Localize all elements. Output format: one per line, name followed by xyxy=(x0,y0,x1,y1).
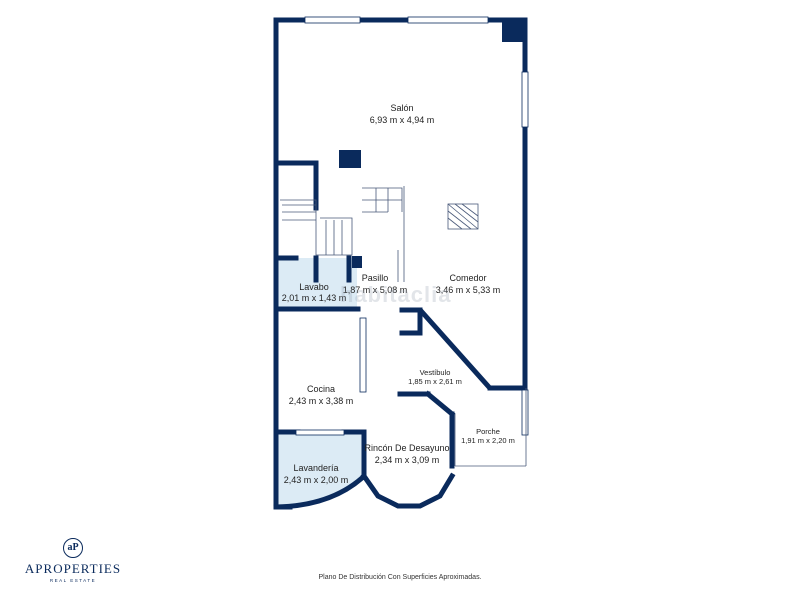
room-name-vestibulo: Vestíbulo xyxy=(420,368,451,377)
room-dims-rincon: 2,34 m x 3,09 m xyxy=(375,455,440,465)
watermark: habitaclia xyxy=(340,282,452,307)
porch-outline xyxy=(454,388,527,467)
lavanderia-fill xyxy=(277,432,363,505)
room-name-lavabo: Lavabo xyxy=(299,282,329,292)
room-name-comedor: Comedor xyxy=(449,273,486,283)
room-dims-lavabo: 2,01 m x 1,43 m xyxy=(282,293,347,303)
room-name-rincon: Rincón De Desayuno xyxy=(364,443,449,453)
stairs xyxy=(280,186,405,282)
room-dims-vestibulo: 1,85 m x 2,61 m xyxy=(408,377,462,386)
room-dims-cocina: 2,43 m x 3,38 m xyxy=(289,396,354,406)
room-name-cocina: Cocina xyxy=(307,384,335,394)
windows xyxy=(295,16,529,436)
room-name-lavanderia: Lavandería xyxy=(293,463,338,473)
room-labels: Salón 6,93 m x 4,94 m Comedor 3,46 m x 5… xyxy=(282,103,515,485)
ap-monogram-icon: aP xyxy=(63,538,83,558)
brand-logo: aP APROPERTIES REAL ESTATE xyxy=(22,538,124,583)
room-name-pasillo: Pasillo xyxy=(362,273,389,283)
fireplace-icon xyxy=(447,203,479,230)
brand-name: APROPERTIES xyxy=(24,561,122,576)
brand-subtitle: REAL ESTATE xyxy=(49,578,97,583)
room-name-porche: Porche xyxy=(476,427,500,436)
plan-footnote: Plano De Distribución Con Superficies Ap… xyxy=(318,574,482,581)
room-dims-salon: 6,93 m x 4,94 m xyxy=(370,115,435,125)
room-dims-lavanderia: 2,43 m x 2,00 m xyxy=(284,475,349,485)
room-name-salon: Salón xyxy=(390,103,413,113)
room-dims-porche: 1,91 m x 2,20 m xyxy=(461,436,515,445)
room-dims-comedor: 3,46 m x 5,33 m xyxy=(436,285,501,295)
room-dims-pasillo: 1,87 m x 5,08 m xyxy=(343,285,408,295)
